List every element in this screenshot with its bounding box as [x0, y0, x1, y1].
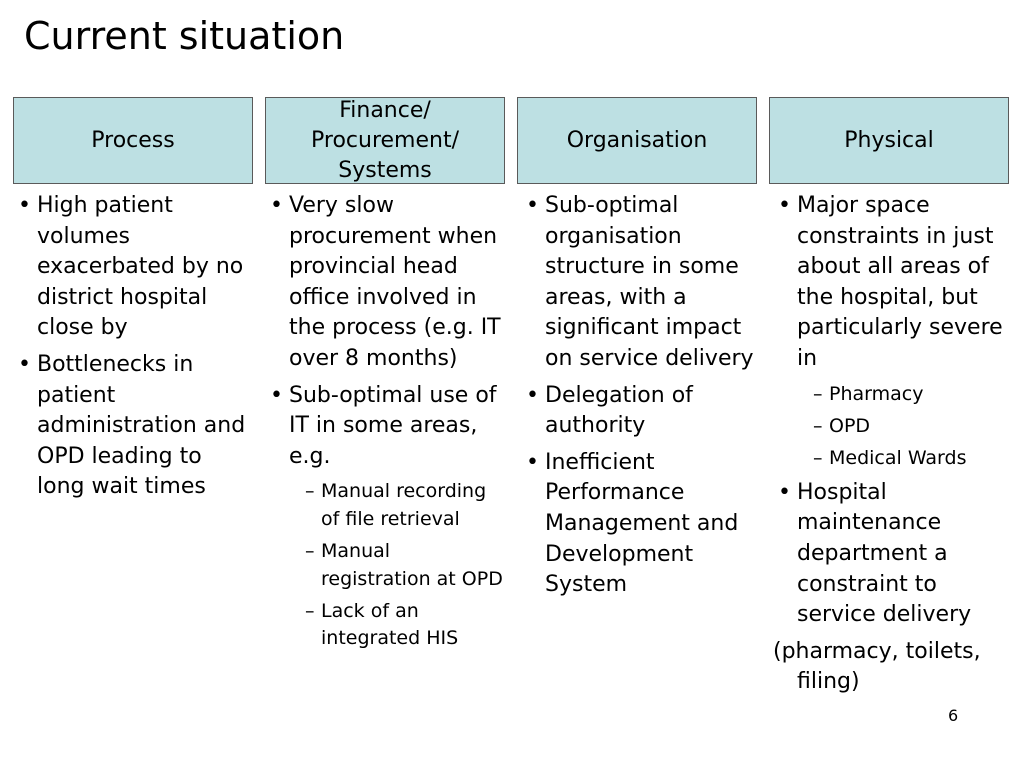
dash-icon: – [305, 540, 315, 563]
sub-bullet-text: OPD [829, 414, 871, 437]
bullet-dot-icon: • [778, 193, 791, 218]
bullet-dot-icon: • [526, 193, 539, 218]
dash-icon: – [813, 447, 823, 470]
sub-bullet-item: – Manual registration at OPD [265, 538, 503, 593]
header-physical: Physical [769, 97, 1009, 184]
dash-icon: – [305, 599, 315, 622]
sub-bullet-item: – Pharmacy [773, 381, 1011, 408]
dash-icon: – [813, 382, 823, 405]
bullet-text: Major space constraints in just about al… [797, 193, 1003, 371]
sub-bullet-text: Pharmacy [829, 382, 924, 405]
bullet-dot-icon: • [526, 382, 539, 408]
sub-bullet-item: – Lack of an integrated HIS [265, 598, 503, 653]
slide-title: Current situation [24, 14, 345, 58]
bullet-dot-icon: • [270, 382, 283, 408]
bullet-item: • Sub-optimal use of IT in some areas, e… [265, 381, 503, 473]
bullet-item: • High patient volumes exacerbated by no… [13, 191, 251, 344]
bullet-text: Inefficient Performance Management and D… [545, 449, 739, 598]
column-finance-procurement-systems: • Very slow procurement when provincial … [265, 191, 503, 658]
trailing-note: (pharmacy, toilets, filing) [773, 638, 981, 695]
bullet-dot-icon: • [778, 479, 791, 505]
bullet-item: • Inefficient Performance Management and… [521, 448, 759, 601]
header-organisation: Organisation [517, 97, 757, 184]
sub-bullet-text: Manual recording of file retrieval [321, 480, 487, 530]
bullet-dot-icon: • [526, 449, 539, 475]
bullet-text: Delegation of authority [545, 382, 693, 439]
page-number: 6 [948, 706, 959, 725]
dash-icon: – [305, 480, 315, 503]
bullet-text: Sub-optimal use of IT in some areas, e.g… [289, 382, 497, 469]
sub-bullet-text: Lack of an integrated HIS [321, 599, 459, 650]
bullet-item: • Hospital maintenance department a cons… [773, 478, 1011, 631]
sub-bullet-item: – Medical Wards [773, 445, 1011, 472]
header-process: Process [13, 97, 253, 184]
dash-icon: – [813, 414, 823, 437]
bullet-item: • Bottlenecks in patient administration … [13, 350, 251, 503]
column-physical: • Major space constraints in just about … [773, 191, 1011, 698]
bullet-dot-icon: • [18, 351, 31, 377]
bullet-dot-icon: • [270, 193, 283, 218]
bullet-text: High patient volumes exacerbated by no d… [37, 193, 244, 341]
bullet-item: • Very slow procurement when provincial … [265, 191, 503, 375]
sub-bullet-item: – Manual recording of file retrieval [265, 478, 503, 533]
column-process: • High patient volumes exacerbated by no… [13, 191, 251, 509]
bullet-text: Bottlenecks in patient administration an… [37, 351, 246, 500]
sub-bullet-item: – OPD [773, 413, 1011, 440]
bullet-dot-icon: • [18, 193, 31, 218]
bullet-item: • Delegation of authority [521, 381, 759, 442]
sub-bullet-text: Medical Wards [829, 447, 967, 470]
bullet-text: Very slow procurement when provincial he… [289, 193, 501, 371]
bullet-item: • Major space constraints in just about … [773, 191, 1011, 375]
column-organisation: • Sub-optimal organisation structure in … [521, 191, 759, 607]
bullet-text: Sub-optimal organisation structure in so… [545, 193, 754, 371]
bullet-text: Hospital maintenance department a constr… [797, 479, 972, 628]
bullet-item: • Sub-optimal organisation structure in … [521, 191, 759, 375]
header-finance-procurement-systems: Finance/ Procurement/ Systems [265, 97, 505, 184]
sub-bullet-text: Manual registration at OPD [321, 540, 503, 590]
